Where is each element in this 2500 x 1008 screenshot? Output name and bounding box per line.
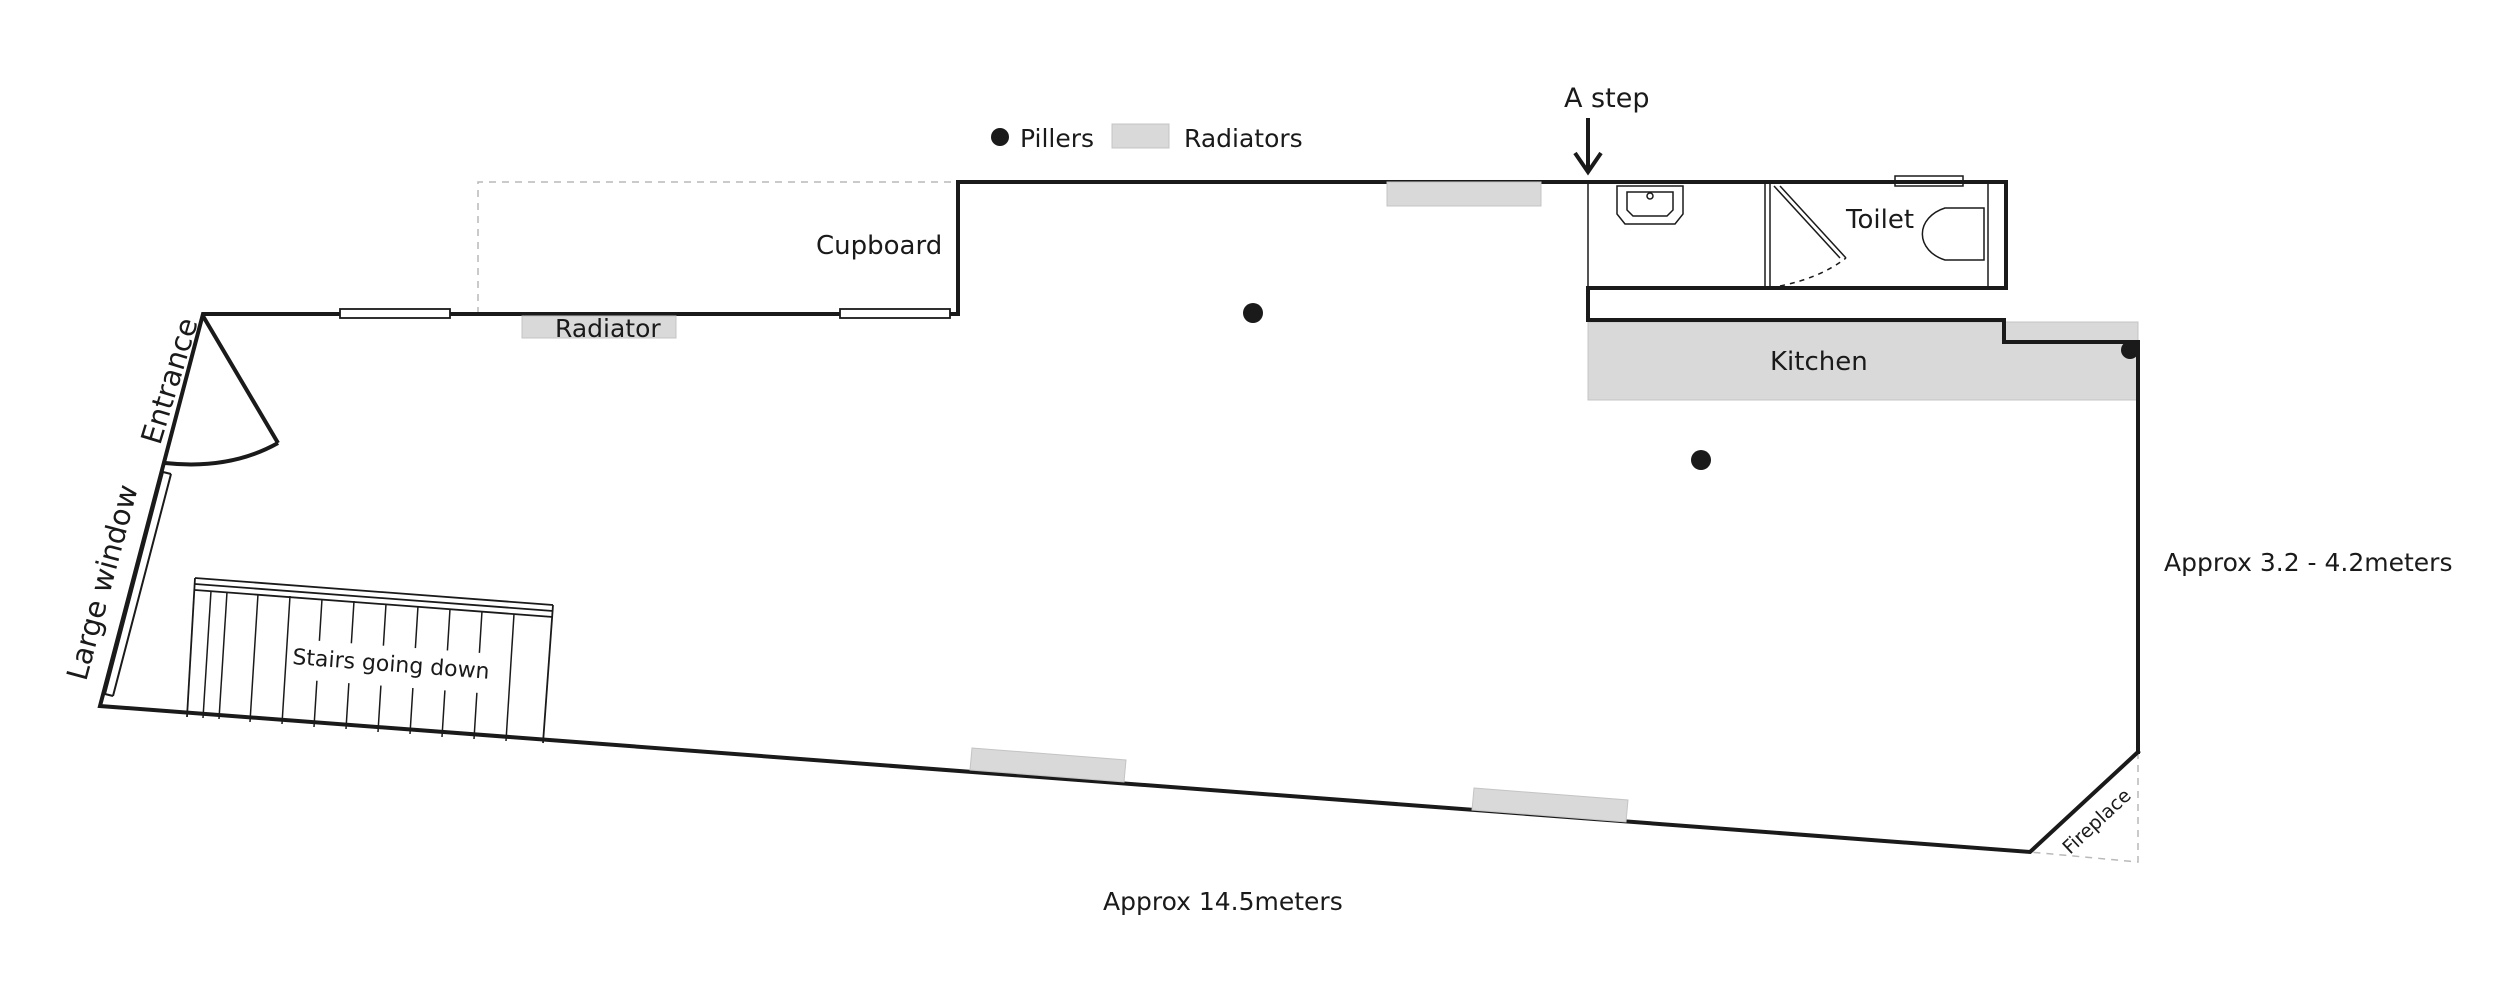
- large-window: [104, 471, 172, 697]
- legend-piller-marker: [991, 128, 1009, 146]
- piller-1: [1243, 303, 1263, 323]
- radiators: [521, 181, 1629, 823]
- radiator-bottom-right: [1471, 787, 1629, 823]
- entrance-door: [164, 314, 280, 467]
- legend-radiator-label: Radiators: [1184, 124, 1303, 153]
- cupboard-label: Cupboard: [816, 231, 942, 261]
- length-dimension-label: Approx 14.5meters: [1103, 887, 1343, 916]
- cupboard-outline: [477, 181, 958, 314]
- outer-wall: [97, 180, 2141, 855]
- a-step-annotation: A step: [1564, 83, 1649, 176]
- toilet-label: Toilet: [1845, 205, 1914, 235]
- legend-radiator-swatch: [1111, 123, 1170, 149]
- entrance-label: Entrance: [134, 314, 205, 448]
- kitchen-counter: [1587, 321, 2139, 401]
- radiator-top: [1386, 181, 1542, 207]
- radiator-label: Radiator: [555, 314, 661, 343]
- toilet-icon: [1921, 207, 1985, 261]
- kitchen-label: Kitchen: [1770, 347, 1868, 377]
- shower-icon: [1773, 185, 1847, 287]
- sink-icon: [1616, 185, 1684, 225]
- radiator-cupboard: [521, 315, 677, 339]
- stairs: [186, 577, 554, 744]
- width-dimension-label: Approx 3.2 - 4.2meters: [2164, 548, 2453, 577]
- fireplace-outline: [2029, 752, 2139, 863]
- piller-3: [2121, 341, 2139, 359]
- bathroom: [1587, 175, 1989, 288]
- legend: Pillers Radiators: [991, 123, 1303, 153]
- a-step-label: A step: [1564, 83, 1649, 114]
- upper-windows: [339, 308, 951, 319]
- legend-piller-label: Pillers: [1020, 124, 1094, 153]
- piller-2: [1691, 450, 1711, 470]
- fireplace-label: Fireplace: [2058, 785, 2135, 859]
- a-step-arrow-head: [1573, 151, 1603, 176]
- radiator-bottom-left: [969, 747, 1127, 783]
- pillers: [1243, 303, 2139, 470]
